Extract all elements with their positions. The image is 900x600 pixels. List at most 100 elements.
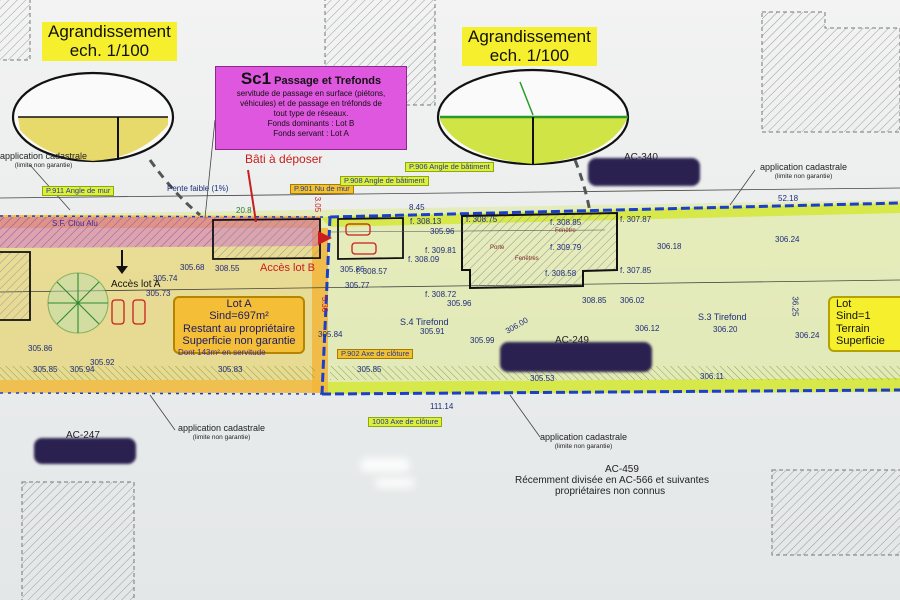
elev-305-74: 305.74: [153, 274, 178, 283]
label-s4-tirefond: S.4 Tirefond: [400, 317, 449, 327]
lot-b-title: Lot: [836, 298, 852, 310]
elev-306-24b: 306.24: [795, 331, 820, 340]
dim-36-25: 36.25: [790, 296, 800, 317]
elev-305-91: 305.91: [420, 327, 445, 336]
elev-305-96: 305.96: [430, 227, 455, 236]
lot-a-title: Lot A: [226, 298, 252, 310]
label-bati-a-deposer: Bâti à déposer: [245, 152, 323, 166]
dim-52-18: 52.18: [778, 194, 799, 203]
lot-b-area: Sind=1: [836, 310, 871, 323]
lot-b-line2: Superficie: [836, 334, 885, 347]
cadastre-label-bottom-left: application cadastrale(limite non garant…: [178, 423, 266, 441]
elev-306-02: 306.02: [620, 296, 645, 305]
elev-305-53: 305.53: [530, 374, 555, 383]
lot-a-line1: Restant au propriétaire: [183, 322, 295, 335]
elev-305-84: 305.84: [318, 330, 343, 339]
screen-glare-2: [375, 478, 415, 488]
elev-306-20: 306.20: [713, 325, 738, 334]
dim-3-05: 3.05: [313, 196, 323, 213]
enlargement-left: [11, 71, 175, 163]
elev-305-92: 305.92: [90, 358, 115, 367]
elev-305-73: 305.73: [146, 289, 171, 298]
parcel-ac247: AC-247: [66, 430, 100, 441]
cadastre-label-bottom-mid: application cadastrale(limite non garant…: [540, 432, 628, 450]
parcel-ac459-note-line1: Récemment divisée en AC-566 et suivantes: [515, 475, 709, 486]
tree-symbol: [47, 272, 109, 334]
cadastral-line-mid: [0, 279, 900, 293]
tag-p902: P.902 Axe de clôture: [337, 349, 414, 360]
elev-308-85: f. 308.85: [550, 218, 582, 227]
enlargement-left-leader: [148, 159, 201, 217]
elev-308-57: f. 308.57: [356, 267, 388, 276]
label-porte: Porte: [490, 245, 505, 251]
elev-305-68: 305.68: [180, 263, 205, 272]
dim-5-36: 5.36: [320, 296, 330, 313]
cadastre-label-left: application cadastrale(limite non garant…: [0, 151, 88, 169]
lot-b-line1: Terrain: [836, 322, 870, 335]
neighbor-building-bottom-left: [21, 481, 135, 600]
lot-a-info-box: Lot A Sind=697m² Restant au propriétaire…: [173, 296, 305, 354]
boundary-lot-b: [329, 201, 900, 219]
label-fenetre: Fenêtre: [555, 228, 576, 234]
parcel-ac340: AC-340: [624, 152, 658, 163]
leader-cadastre-bottom-left: [149, 394, 176, 431]
parcel-ac459: AC-459: [605, 464, 639, 475]
redaction-owner-ac247: [34, 438, 136, 464]
elev-307-87: f. 307.87: [620, 215, 652, 224]
elev-308-09: f. 308.09: [408, 255, 440, 264]
label-s3-tirefond: S.3 Tirefond: [698, 312, 747, 322]
building-lot-b-mid: [337, 217, 404, 260]
elev-305-86b: 305.86: [340, 265, 365, 274]
sc1-line-2: véhicules) et de passage en tréfonds de: [240, 99, 382, 108]
arrow-acces-lot-b: [318, 231, 332, 245]
elev-305-94: 305.94: [70, 365, 95, 374]
parcel-ac249: AC-249: [555, 335, 589, 346]
building-to-demolish: [212, 218, 321, 260]
parking-cars-lot-a: [111, 299, 146, 325]
servitude-sc1-box: Sc1 Passage et Trefonds servitude de pas…: [215, 66, 407, 150]
screen-glare-1: [360, 458, 410, 472]
tag-p1003: 1003 Axe de clôture: [368, 417, 443, 428]
enlargement-right: [436, 68, 630, 166]
sc1-line-5: Fonds servant : Lot A: [273, 129, 349, 138]
parcel-ac459-note-line2: propriétaires non connus: [555, 486, 666, 497]
elev-309-79: f. 309.79: [550, 243, 582, 252]
lot-a-area: Sind=697m²: [209, 310, 269, 323]
elev-307-85: f. 307.85: [620, 266, 652, 275]
enlargement-left-title: Agrandissement ech. 1/100: [42, 22, 177, 62]
label-acces-lot-b: Accès lot B: [260, 262, 316, 274]
building-lot-a-left: [0, 251, 31, 321]
sc1-code: Sc1: [240, 69, 272, 88]
boundary-lot-b-left: [320, 216, 332, 395]
elev-308-13: f. 308.13: [410, 217, 442, 226]
lot-b-info-box: Lot Sind=1 Terrain Superficie: [828, 296, 900, 352]
elev-306-11: 306.11: [700, 372, 724, 381]
elev-305-77: 305.77: [345, 281, 370, 290]
lot-a-band-bottom: [0, 380, 320, 393]
neighbor-building-top-left: [0, 0, 31, 61]
boundary-lot-b-bottom: [321, 388, 900, 396]
elev-308-72: f. 308.72: [425, 290, 457, 299]
elev-308-55: 308.55: [215, 264, 240, 273]
neighbor-building-top-right: [761, 11, 900, 133]
boundary-bottom-left: [0, 392, 323, 395]
dim-111-14: 111.14: [430, 402, 454, 411]
arrow-bati-a-deposer: [247, 169, 257, 223]
sc1-title: Passage et Trefonds: [274, 75, 382, 87]
cadastral-line-top: [0, 187, 900, 199]
elev-305-85b: 305.85: [357, 365, 382, 374]
elev-305-96b: 305.96: [447, 299, 472, 308]
elev-306-24: 306.24: [775, 235, 800, 244]
sc1-line-4: Fonds dominants : Lot B: [267, 119, 355, 128]
elev-305-85a: 305.85: [33, 365, 58, 374]
leader-cadastre-top: [729, 169, 756, 206]
elev-305-86: 305.86: [28, 344, 53, 353]
enlargement-right-leader: [573, 159, 592, 213]
elev-305-83: 305.83: [218, 365, 243, 374]
enlargement-right-title: Agrandissement ech. 1/100: [462, 27, 597, 67]
lot-a-servitude: Dont 143m² en servitude: [178, 348, 266, 357]
elev-305-99: 305.99: [470, 336, 495, 345]
elev-306-18: 306.18: [657, 242, 682, 251]
elev-308-75: f. 308.75: [466, 215, 498, 224]
